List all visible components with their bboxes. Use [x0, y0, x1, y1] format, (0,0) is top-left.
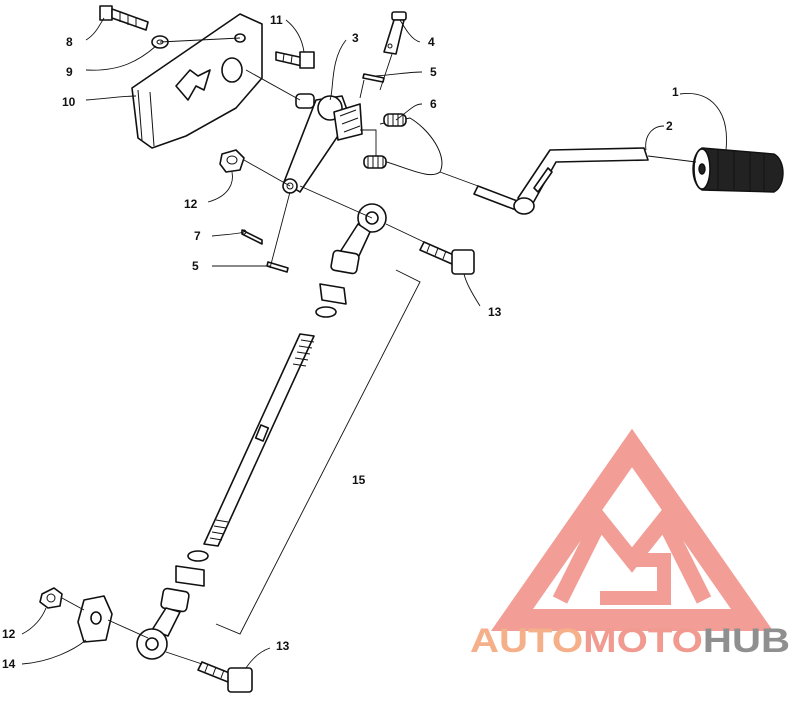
callout-10: 10: [62, 95, 76, 109]
callout-11: 11: [270, 13, 283, 27]
cap-nut-12-bottom: [39, 587, 63, 609]
callout-leaders: [21, 17, 727, 669]
callout-3: 3: [352, 31, 359, 45]
nut-upper: [315, 283, 347, 318]
assembly-lines: [61, 37, 697, 665]
cotter-pin-5-bottom: [266, 261, 289, 273]
cap-nut-12-top: [219, 149, 245, 173]
callout-4: 4: [428, 35, 435, 49]
callout-labels: 1 2 3 4 5 6 8 9 10 11 12 7 5 13 15 12 14…: [2, 13, 679, 671]
nut-lower: [175, 550, 209, 587]
shift-arm-3: [282, 93, 363, 194]
clevis-pin-4: [383, 11, 407, 55]
callout-12-bottom: 12: [2, 627, 16, 641]
bolt-13-bottom: [197, 661, 253, 693]
watermark-auto: AUTO: [470, 622, 583, 660]
rod-end-lower: [136, 587, 190, 660]
callout-8: 8: [66, 35, 73, 49]
callout-13-bottom: 13: [276, 639, 290, 653]
callout-15: 15: [352, 473, 366, 487]
shift-pedal-2: [473, 147, 649, 215]
watermark-moto: MOTO: [583, 622, 703, 660]
clip-7: [241, 229, 263, 245]
callout-2: 2: [666, 119, 673, 133]
bolt-13-top: [419, 241, 475, 275]
callout-13-top: 13: [488, 305, 502, 319]
watermark-logo: [490, 428, 774, 631]
callout-6: 6: [430, 97, 437, 111]
pedal-rubber-1: [692, 147, 784, 193]
spacer-block-14: [77, 595, 113, 643]
mounting-plate: [131, 13, 263, 149]
rod-end-upper: [330, 203, 387, 275]
shift-rod-15: [203, 333, 315, 547]
callout-5-bottom: 5: [192, 259, 199, 273]
watermark-hub: HUB: [703, 622, 790, 660]
callout-14: 14: [2, 657, 16, 671]
bolt-8: [99, 5, 149, 31]
callout-7: 7: [194, 229, 201, 243]
callout-9: 9: [66, 65, 73, 79]
bolt-11: [275, 51, 315, 69]
callout-5-top: 5: [430, 65, 437, 79]
callout-12-top: 12: [184, 197, 198, 211]
callout-1: 1: [672, 85, 679, 99]
